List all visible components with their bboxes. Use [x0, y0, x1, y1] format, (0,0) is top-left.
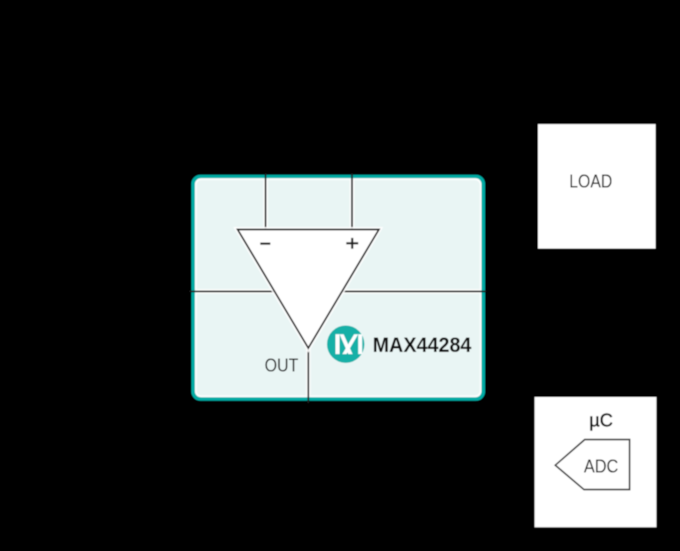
- svg-text:ADC: ADC: [584, 456, 619, 477]
- svg-text:OUT: OUT: [265, 355, 299, 376]
- svg-text:µC: µC: [589, 410, 613, 430]
- svg-text:LOAD: LOAD: [569, 172, 612, 192]
- svg-text:MAX44284: MAX44284: [373, 333, 472, 357]
